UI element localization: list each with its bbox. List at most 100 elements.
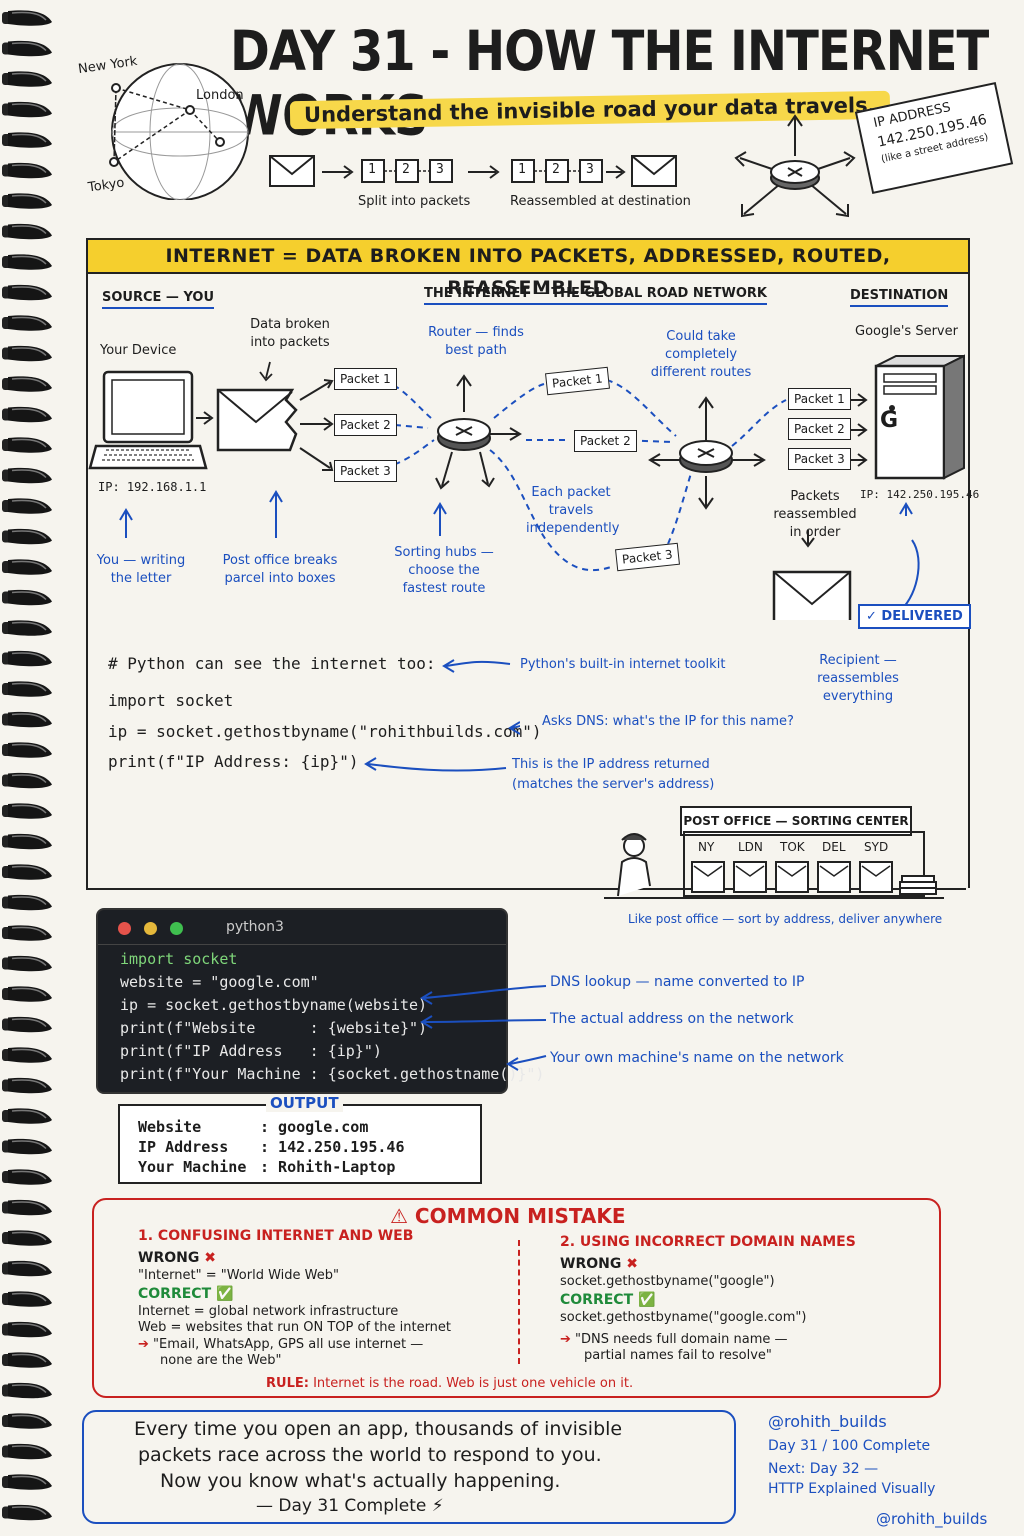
next-topic: HTTP Explained Visually xyxy=(768,1481,936,1497)
spiral-ring xyxy=(1,345,53,362)
terminal-arrows xyxy=(420,985,547,1071)
progress-text: Day 31 / 100 Complete xyxy=(768,1438,931,1454)
mistake-example: none are the Web" xyxy=(160,1353,282,1368)
packet-2: Packet 2 xyxy=(334,414,397,436)
mistake-example: "Email, WhatsApp, GPS all use internet — xyxy=(153,1337,424,1352)
bin-label: DEL xyxy=(822,840,846,854)
spiral-ring xyxy=(1,375,53,393)
spiral-ring xyxy=(1,1321,53,1338)
spiral-ring xyxy=(1,1138,53,1155)
spiral-ring xyxy=(1,1260,53,1277)
closing-line: packets race across the world to respond… xyxy=(138,1444,602,1466)
packet-3-dest: Packet 3 xyxy=(788,448,851,470)
terminal-line: website = "google.com" xyxy=(120,973,319,991)
spiral-ring xyxy=(1,833,53,850)
split-label: Split into packets xyxy=(358,194,471,209)
spiral-ring xyxy=(1,1107,53,1125)
spiral-ring xyxy=(1,1016,53,1033)
spiral-ring xyxy=(1,558,53,576)
snippet-line: import socket xyxy=(108,691,234,710)
packet-1: Packet 1 xyxy=(334,368,397,390)
broken-label: Data broken into packets xyxy=(250,317,330,350)
author-handle[interactable]: @rohith_builds xyxy=(768,1412,887,1431)
output-value: : 142.250.195.46 xyxy=(260,1138,405,1156)
wrong-text: socket.gethostbyname("google") xyxy=(560,1274,775,1289)
terminal-line: import socket xyxy=(120,950,238,968)
spiral-ring xyxy=(1,894,53,911)
spiral-ring xyxy=(1,497,53,515)
spiral-ring xyxy=(1,40,53,57)
mistake-right-heading: 2. USING INCORRECT DOMAIN NAMES xyxy=(560,1234,856,1250)
terminal-line: print(f"Website : {website}") xyxy=(120,1019,428,1037)
packet-number: 2 xyxy=(552,162,560,177)
maximize-dot[interactable] xyxy=(170,922,183,935)
spiral-ring xyxy=(1,1412,53,1430)
terminal-line: print(f"IP Address : {ip}") xyxy=(120,1042,382,1060)
bin-label: NY xyxy=(698,840,715,854)
spiral-ring xyxy=(1,1443,53,1460)
check-icon: ✅ xyxy=(638,1292,656,1308)
server-logo: G xyxy=(880,408,899,433)
wrong-text: "Internet" = "World Wide Web" xyxy=(138,1268,339,1283)
arrow-icon: ➔ xyxy=(560,1332,571,1347)
packet-number: 1 xyxy=(368,162,376,177)
cross-icon: ✖ xyxy=(626,1256,638,1272)
terminal-note: Your own machine's name on the network xyxy=(550,1050,844,1066)
reassembled-note: Packets reassembled in order xyxy=(773,489,857,540)
mistake-divider xyxy=(518,1240,520,1364)
spiral-ring xyxy=(1,131,53,149)
snippet-line: ip = socket.gethostbyname("rohithbuilds.… xyxy=(108,722,542,741)
spiral-ring xyxy=(1,863,53,881)
spiral-ring xyxy=(1,253,53,271)
spiral-ring xyxy=(1,101,53,118)
closing-box: Every time you open an app, thousands of… xyxy=(82,1410,736,1524)
spiral-binding xyxy=(1,9,53,1521)
correct-text: socket.gethostbyname("google.com") xyxy=(560,1310,807,1325)
minimize-dot[interactable] xyxy=(144,922,157,935)
spiral-ring xyxy=(1,650,53,667)
output-value: : Rohith-Laptop xyxy=(260,1158,396,1176)
spiral-ring xyxy=(1,528,53,545)
arrow-icon: ➔ xyxy=(138,1337,149,1352)
warning-icon: ⚠ xyxy=(390,1204,408,1228)
output-box: OUTPUT Website : google.com IP Address :… xyxy=(118,1094,482,1184)
close-dot[interactable] xyxy=(118,922,131,935)
packet-2-dest: Packet 2 xyxy=(788,418,851,440)
router-icon xyxy=(435,374,522,490)
closing-signoff: — Day 31 Complete ⚡ xyxy=(256,1496,444,1516)
snippet-line: print(f"IP Address: {ip}") xyxy=(108,752,359,771)
terminal-line: print(f"Your Machine : {socket.gethostna… xyxy=(120,1065,545,1083)
packet-flow-diagram xyxy=(269,155,677,187)
spiral-ring xyxy=(1,1290,53,1308)
next-day: Next: Day 32 — xyxy=(768,1461,879,1477)
spiral-ring xyxy=(1,436,53,454)
terminal-window: python3 import socket website = "google.… xyxy=(96,908,544,1094)
spiral-ring xyxy=(1,1077,53,1094)
device-label: Your Device xyxy=(100,343,177,358)
main-diagram-frame xyxy=(86,238,970,888)
spiral-ring xyxy=(1,924,53,942)
output-key: IP Address xyxy=(138,1138,229,1156)
spiral-ring xyxy=(1,70,53,88)
you-note: You — writing the letter xyxy=(96,553,186,586)
snippet-comment: # Python can see the internet too: xyxy=(108,654,436,673)
spiral-ring xyxy=(1,802,53,820)
spiral-ring xyxy=(1,711,53,728)
network-heading: THE INTERNET — THE GLOBAL ROAD NETWORK xyxy=(424,286,767,305)
person-icon xyxy=(617,833,651,897)
snippet-arrows xyxy=(364,659,520,772)
packet-number: 3 xyxy=(586,162,594,177)
output-key: Your Machine xyxy=(138,1158,247,1176)
cross-icon: ✖ xyxy=(204,1250,216,1266)
spiral-ring xyxy=(1,985,53,1003)
packet-number: 1 xyxy=(518,162,526,177)
check-icon: ✅ xyxy=(216,1286,234,1302)
closing-line: Every time you open an app, thousands of… xyxy=(134,1418,623,1440)
spiral-ring xyxy=(1,467,53,484)
mistake-example: "DNS needs full domain name — xyxy=(575,1332,788,1347)
spiral-ring xyxy=(1,1504,53,1521)
author-handle-bottom[interactable]: @rohith_builds xyxy=(876,1510,988,1528)
spiral-ring xyxy=(1,772,53,789)
rule-line: RULE: Internet is the road. Web is just … xyxy=(266,1376,634,1391)
destination-heading: DESTINATION xyxy=(850,288,949,307)
